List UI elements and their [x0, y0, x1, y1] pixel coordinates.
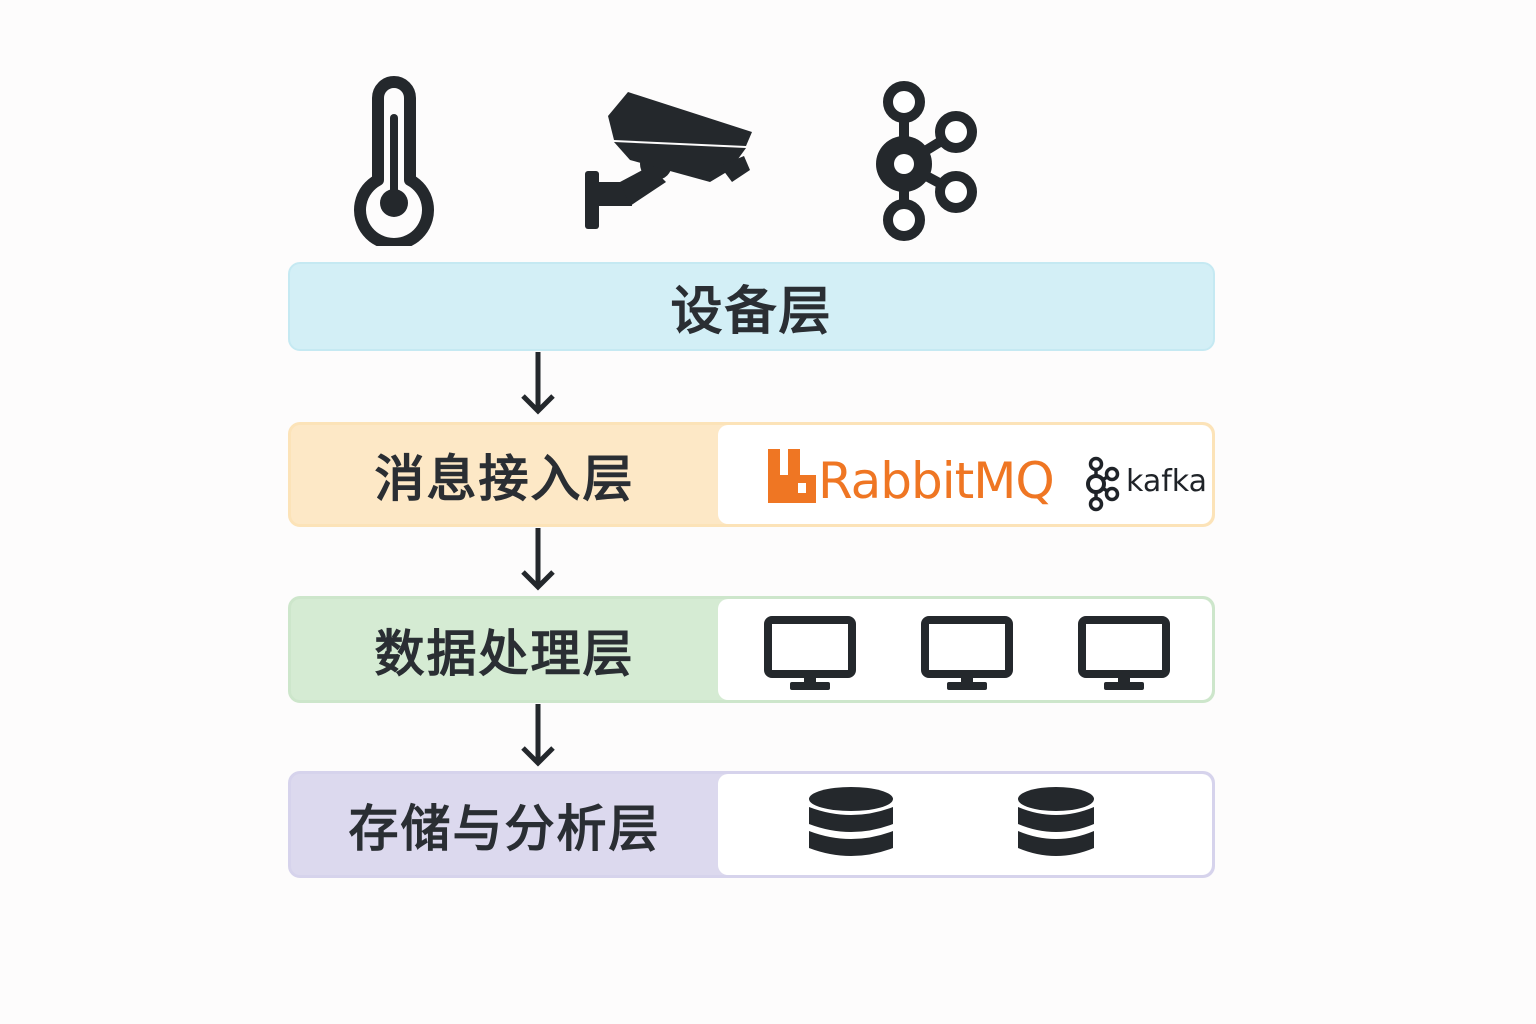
database-icon — [1018, 787, 1094, 856]
rabbitmq-label: RabbitMQ — [818, 452, 1055, 510]
message-tools-panel — [718, 425, 1212, 524]
device-layer: 设备层 — [288, 262, 1215, 351]
flow-arrow-2 — [521, 528, 555, 591]
kafka-label: kafka — [1126, 464, 1208, 499]
database-icon — [809, 787, 893, 856]
sensor-network-icon — [876, 81, 977, 241]
flow-arrow-3 — [521, 704, 555, 767]
storage-analysis-layer-label: 存储与分析层 — [348, 799, 661, 858]
device-layer-label: 设备层 — [670, 282, 833, 342]
message-access-layer-label: 消息接入层 — [374, 449, 635, 508]
monitor-icon — [1078, 616, 1170, 690]
rabbitmq-logo-icon — [768, 449, 816, 503]
kafka-logo-icon — [1086, 456, 1120, 512]
monitor-icon — [764, 616, 856, 690]
data-processing-layer: 数据处理层 — [288, 596, 1215, 703]
data-processing-layer-label: 数据处理层 — [374, 624, 635, 683]
message-access-layer: 消息接入层 — [288, 422, 1215, 527]
monitor-icon — [921, 616, 1013, 690]
security-camera-icon — [585, 92, 752, 229]
flow-arrow-1 — [521, 352, 555, 415]
storage-nodes-panel — [718, 774, 1212, 875]
thermometer-icon — [354, 76, 434, 246]
